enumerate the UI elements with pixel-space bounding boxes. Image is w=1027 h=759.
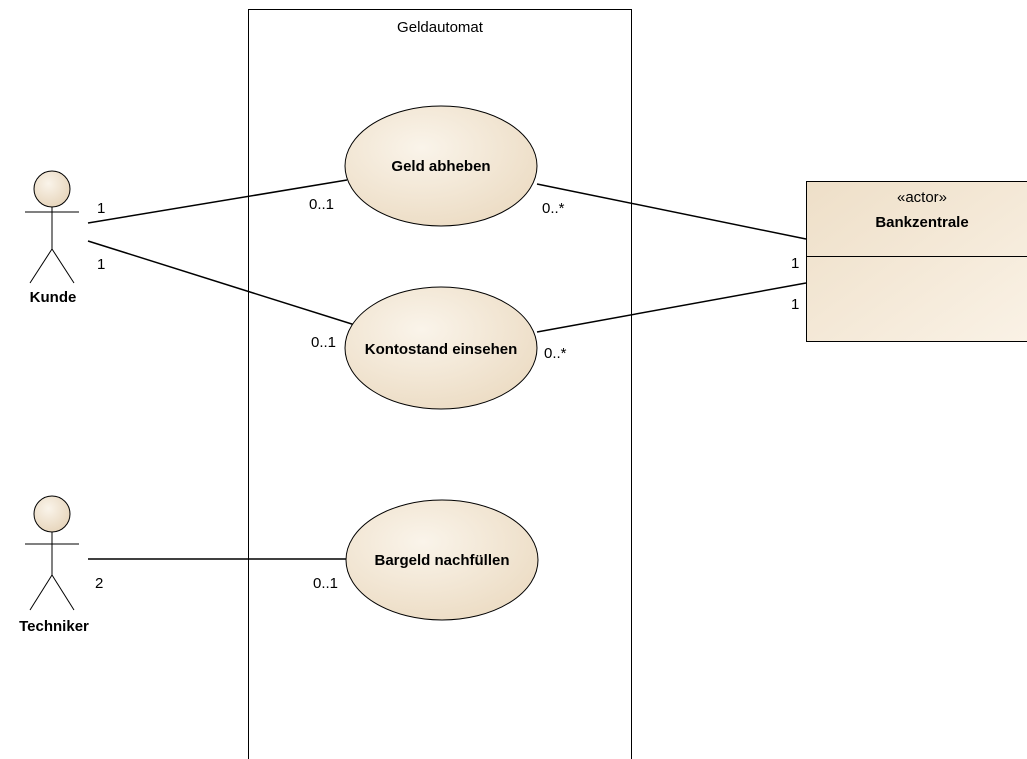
multiplicity-bank-kontostand: 1 bbox=[791, 296, 800, 313]
actor-label-kunde: Kunde bbox=[29, 289, 77, 306]
use-case-label-kontostand-einsehen: Kontostand einsehen bbox=[364, 341, 518, 358]
use-case-geld-abheben[interactable] bbox=[344, 105, 538, 227]
multiplicity-bank-geld: 1 bbox=[791, 255, 800, 272]
use-case-label-bargeld-nachfuellen: Bargeld nachfüllen bbox=[374, 552, 510, 569]
association-kunde-geld-abheben bbox=[87, 179, 348, 224]
bankzentrale-stereotype: «actor» bbox=[896, 189, 948, 206]
association-geld-abheben-bankzentrale bbox=[536, 183, 807, 240]
multiplicity-kunde-geld: 1 bbox=[97, 200, 106, 217]
bankzentrale-box[interactable] bbox=[806, 181, 1027, 342]
multiplicity-bargeld-techniker: 0..1 bbox=[313, 575, 339, 592]
use-case-bargeld-nachfuellen[interactable] bbox=[345, 499, 539, 621]
association-kontostand-bankzentrale bbox=[536, 282, 807, 333]
association-kunde-kontostand bbox=[87, 240, 356, 326]
multiplicity-techniker-bargeld: 2 bbox=[95, 575, 104, 592]
actor-label-techniker: Techniker bbox=[19, 618, 89, 635]
bankzentrale-name: Bankzentrale bbox=[875, 214, 969, 231]
actor-kunde-figure[interactable] bbox=[25, 170, 79, 284]
use-case-kontostand-einsehen[interactable] bbox=[344, 286, 538, 410]
use-case-label-geld-abheben: Geld abheben bbox=[391, 158, 491, 175]
multiplicity-geld-kunde: 0..1 bbox=[309, 196, 335, 213]
multiplicity-kontostand-bank: 0..* bbox=[544, 345, 567, 362]
multiplicity-kunde-kontostand: 1 bbox=[97, 256, 106, 273]
actor-techniker-figure[interactable] bbox=[25, 495, 79, 611]
system-title: Geldautomat bbox=[397, 19, 483, 36]
multiplicity-geld-bank: 0..* bbox=[542, 200, 565, 217]
multiplicity-kontostand-kunde: 0..1 bbox=[311, 334, 337, 351]
